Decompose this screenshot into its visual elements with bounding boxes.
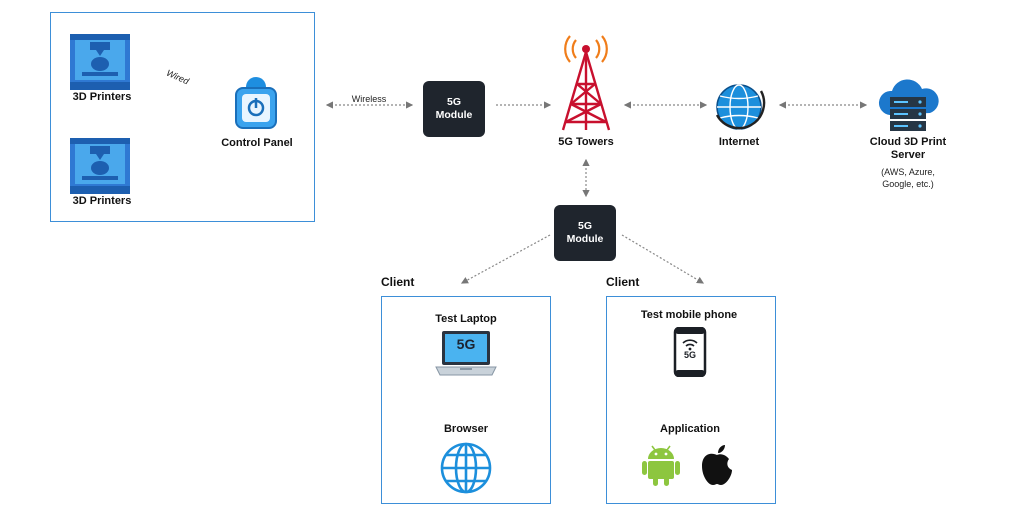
application-label: Application xyxy=(660,423,720,435)
printers-label-top: 3D Printers xyxy=(72,91,132,103)
cloud-label-line-1: Cloud 3D Print xyxy=(869,136,947,148)
internet-label: Internet xyxy=(718,136,760,148)
browser-globe-icon xyxy=(440,442,492,494)
control-panel-icon xyxy=(235,77,277,129)
laptop-screen-text: 5G xyxy=(456,336,476,352)
phone-screen-text: 5G xyxy=(683,350,696,360)
cloud-sub: (AWS, Azure, Google, etc.) xyxy=(858,166,958,190)
module-to-client-left xyxy=(460,234,551,284)
5g-module-top: 5G Module xyxy=(423,81,485,137)
cloud-label: Cloud 3D Print Server xyxy=(858,136,958,162)
internet-globe-icon xyxy=(715,84,766,130)
3d-printer-icon xyxy=(70,138,130,194)
browser-label: Browser xyxy=(443,423,489,435)
cloud-server-icon xyxy=(878,79,939,131)
cloud-sub-line-2: Google, etc.) xyxy=(882,179,934,189)
control-panel-label: Control Panel xyxy=(221,137,293,149)
wireless-label: Wireless xyxy=(351,94,387,104)
cloud-label-line-2: Server xyxy=(890,149,926,161)
android-icon xyxy=(642,445,680,486)
5g-tower-icon xyxy=(561,35,611,131)
3d-printer-icon xyxy=(70,34,130,90)
cloud-sub-line-1: (AWS, Azure, xyxy=(881,167,935,177)
5g-towers-label: 5G Towers xyxy=(558,136,614,148)
5g-module-bottom: 5G Module xyxy=(554,205,616,261)
module-line-1: 5G xyxy=(446,96,461,108)
client-right-label: Client xyxy=(606,275,640,289)
phone-label: Test mobile phone xyxy=(640,309,738,321)
module-line-2: Module xyxy=(566,233,604,245)
apple-icon xyxy=(702,445,732,485)
module-line-1: 5G xyxy=(577,220,592,232)
module-line-2: Module xyxy=(435,109,473,121)
laptop-icon xyxy=(435,331,497,376)
printers-label-bottom: 3D Printers xyxy=(72,195,132,207)
laptop-label: Test Laptop xyxy=(435,313,497,325)
mobile-phone-icon xyxy=(673,327,707,377)
client-left-label: Client xyxy=(381,275,415,289)
